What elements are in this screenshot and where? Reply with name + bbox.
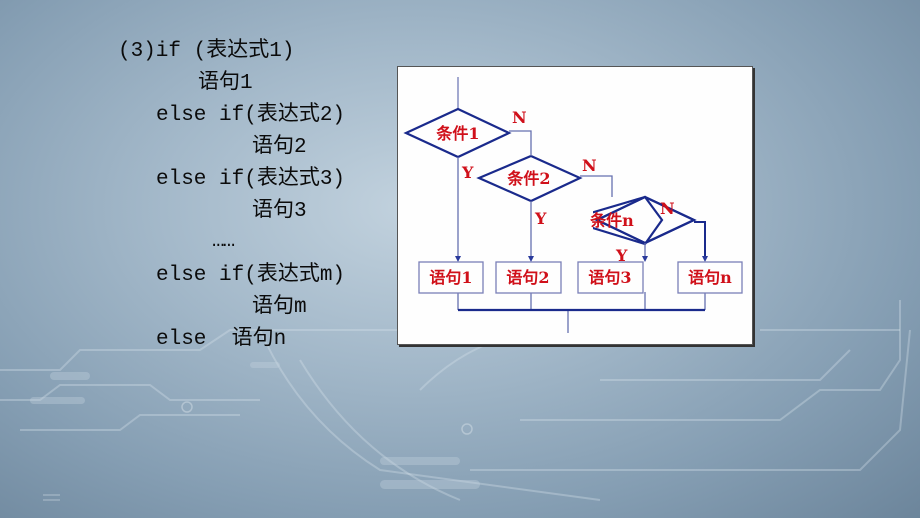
code-line-statement-2: 语句2	[252, 136, 307, 159]
condition-2-no-label: N	[582, 156, 597, 175]
code-line-else-if-m: else if(表达式m)	[156, 264, 346, 287]
code-block: (3)if (表达式1) 语句1 else if(表达式2) 语句2 else …	[0, 0, 400, 380]
code-line-statement-3: 语句3	[252, 200, 307, 223]
code-line-if: (3)if (表达式1)	[118, 40, 295, 63]
condition-1-yes-label: Y	[461, 163, 474, 182]
condition-2-label: 条件2	[506, 169, 550, 188]
condition-1-no-label: N	[512, 108, 527, 127]
condition-2-yes-label: Y	[534, 209, 547, 228]
code-line-else-if-2: else if(表达式2)	[156, 104, 346, 127]
statement-n-box	[677, 261, 743, 294]
code-line-statement-1: 语句1	[198, 72, 253, 95]
code-line-statement-m: 语句m	[252, 296, 307, 319]
code-line-else: else 语句n	[156, 328, 287, 351]
statement-3-box	[577, 261, 644, 294]
condition-1-label: 条件1	[435, 124, 479, 143]
statement-2-box	[495, 261, 562, 294]
statement-n-label: 语句n	[688, 268, 732, 287]
condition-n-yes-label: Y	[615, 246, 628, 265]
condition-n-no-label: N	[660, 199, 675, 218]
flowchart-diagram: 条件1 条件2 条件n 语句1 语句2 语句3 语句n N Y N Y N Y	[397, 66, 753, 345]
statement-1-label: 语句1	[429, 268, 472, 287]
statement-1-box	[418, 261, 484, 294]
statement-3-label: 语句3	[588, 268, 631, 287]
condition-n-label: 条件n	[589, 211, 634, 230]
statement-2-label: 语句2	[506, 268, 549, 287]
code-line-else-if-3: else if(表达式3)	[156, 168, 346, 191]
code-line-ellipsis: ……	[212, 230, 235, 253]
